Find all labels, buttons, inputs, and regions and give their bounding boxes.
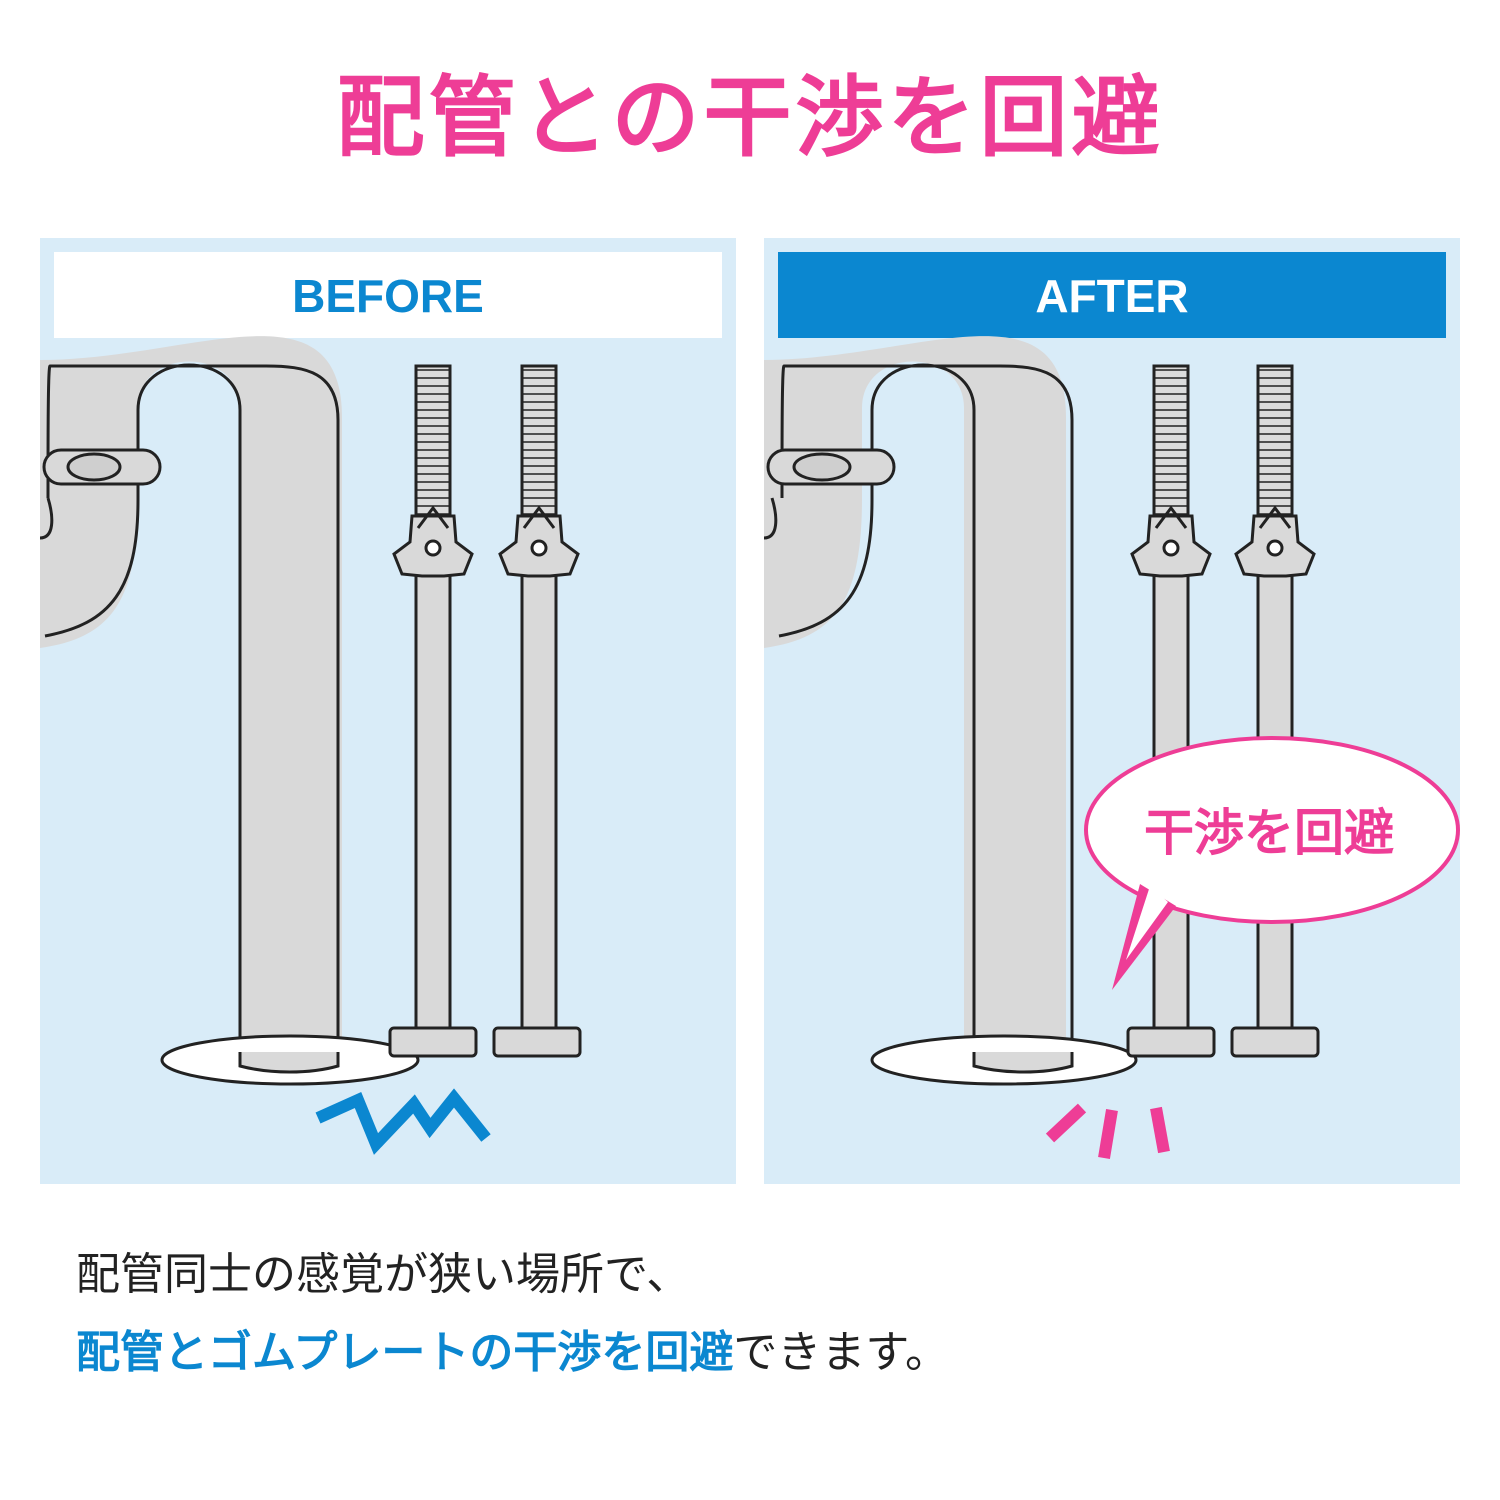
caption-line-2: 配管とゴムプレートの干渉を回避できます。 xyxy=(76,1314,949,1392)
trap-pipe-icon xyxy=(40,336,342,1071)
flexible-hose-icon xyxy=(1152,364,1190,518)
trap-pipe-icon xyxy=(764,336,1074,1066)
clearance-marks-icon xyxy=(1045,1103,1170,1159)
before-panel: BEFORE xyxy=(40,238,736,1184)
supply-pipe-left xyxy=(1126,364,1216,1058)
caption-line-1: 配管同士の感覚が狭い場所で、 xyxy=(76,1249,691,1300)
flexible-hose-icon xyxy=(414,364,452,518)
after-illustration xyxy=(764,336,1460,1159)
speech-bubble xyxy=(1084,736,1460,990)
caption: 配管同士の感覚が狭い場所で、 配管とゴムプレートの干渉を回避できます。 xyxy=(76,1236,949,1392)
valve-icon xyxy=(1130,505,1212,578)
supply-pipe-right xyxy=(492,364,582,1058)
after-panel: AFTER xyxy=(764,238,1460,1184)
valve-icon xyxy=(498,505,580,578)
clamp-icon xyxy=(42,448,162,486)
caption-rest: できます。 xyxy=(733,1327,949,1378)
before-label: BEFORE xyxy=(54,252,722,338)
valve-icon xyxy=(392,505,474,578)
supply-pipe-right xyxy=(1230,364,1320,1058)
before-illustration xyxy=(40,336,582,1155)
page-title: 配管との干渉を回避 xyxy=(336,66,1164,169)
bubble-label: 干渉を回避 xyxy=(1144,804,1394,862)
collision-zigzag-icon xyxy=(315,1088,491,1155)
after-label: AFTER xyxy=(778,252,1446,338)
supply-pipe-left xyxy=(388,364,478,1058)
clamp-icon xyxy=(766,448,896,486)
valve-icon xyxy=(1234,505,1316,578)
caption-highlight: 配管とゴムプレートの干渉を回避 xyxy=(76,1327,734,1378)
